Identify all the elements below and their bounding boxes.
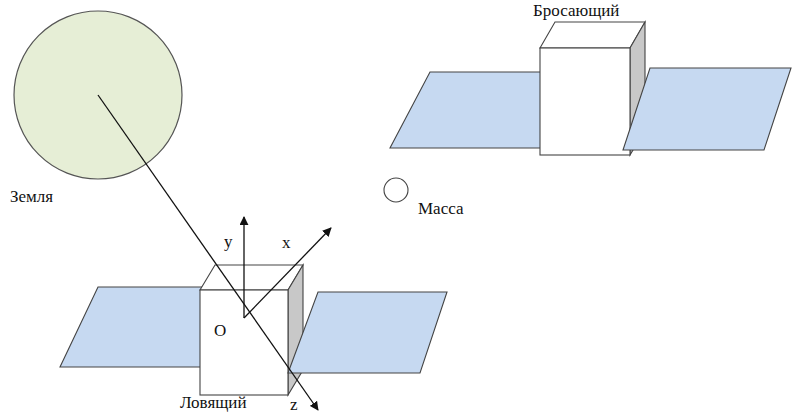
y-axis [243, 217, 244, 318]
solar-panel [288, 292, 447, 373]
catcher-satellite [60, 265, 447, 395]
solar-panel [623, 68, 791, 150]
mass-label: Масса [418, 200, 464, 219]
origin-label: O [214, 322, 226, 341]
solar-panel [390, 72, 542, 148]
title-label: Бросающий [533, 2, 619, 21]
solar-panel [60, 287, 202, 367]
mass-ball [384, 178, 408, 202]
earth-label: Земля [10, 188, 53, 207]
axis-label: z [290, 396, 298, 415]
thrower-satellite [390, 22, 791, 155]
cube-side [288, 265, 303, 395]
cube-top [200, 265, 303, 290]
z-axis [98, 95, 318, 410]
axes [98, 95, 331, 410]
cube-front [540, 48, 630, 155]
satellite-label: Ловящий [180, 394, 247, 413]
axis-label: x [282, 234, 291, 253]
axis-label: y [224, 233, 233, 252]
x-axis [244, 228, 331, 318]
cube-top [540, 22, 645, 48]
